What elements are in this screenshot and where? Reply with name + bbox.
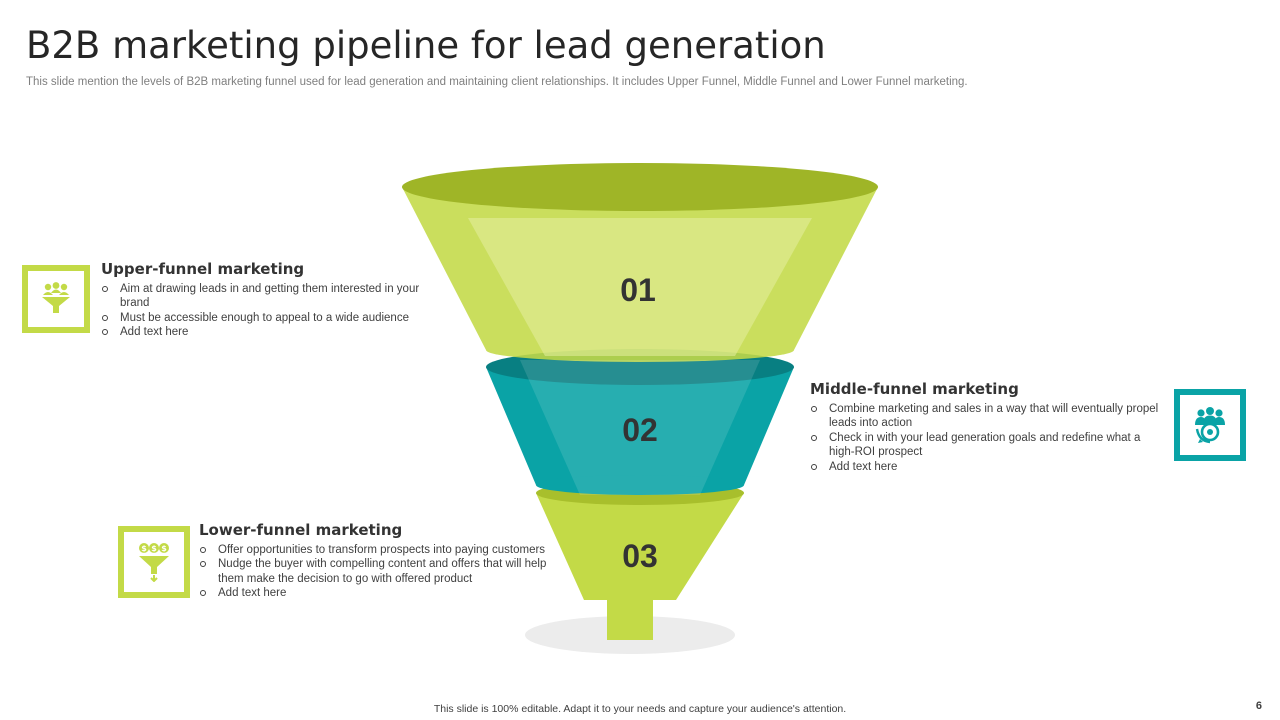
money-funnel-icon: $ $ $ <box>139 543 169 582</box>
upper-funnel-heading: Upper-funnel marketing <box>101 260 305 278</box>
middle-funnel-heading: Middle-funnel marketing <box>810 380 1019 398</box>
funnel-tier-2 <box>486 367 794 485</box>
stage-number-01: 01 <box>620 272 656 308</box>
slide-subtitle: This slide mention the levels of B2B mar… <box>26 76 968 88</box>
lower-funnel-icon-box: $ $ $ <box>118 526 190 598</box>
funnel-tier-3 <box>536 493 744 600</box>
funnel-light-beam <box>520 360 760 495</box>
upper-funnel-bullet: Add text here <box>101 325 431 339</box>
svg-text:$: $ <box>141 544 147 553</box>
upper-funnel-icon-box <box>22 265 90 333</box>
upper-funnel-bullet: Aim at drawing leads in and getting them… <box>101 282 431 311</box>
middle-funnel-text: Middle-funnel marketing Combine marketin… <box>810 380 1165 474</box>
lower-funnel-heading: Lower-funnel marketing <box>199 521 403 539</box>
funnel-tier-2-bottom <box>536 475 744 495</box>
middle-funnel-bullet: Combine marketing and sales in a way tha… <box>810 402 1165 431</box>
slide-footer: This slide is 100% editable. Adapt it to… <box>433 703 847 715</box>
people-funnel-icon <box>42 282 70 313</box>
funnel-spout <box>607 598 653 640</box>
upper-funnel-bullet: Must be accessible enough to appeal to a… <box>101 311 431 325</box>
slide-title: B2B marketing pipeline for lead generati… <box>26 24 826 67</box>
page-number: 6 <box>1255 700 1262 712</box>
middle-funnel-bullets: Combine marketing and sales in a way tha… <box>810 402 1165 474</box>
stage-number-02: 02 <box>622 412 658 448</box>
svg-text:$: $ <box>151 544 157 553</box>
upper-funnel-text: Upper-funnel marketing Aim at drawing le… <box>101 260 431 340</box>
lower-funnel-bullet: Add text here <box>199 586 571 600</box>
team-target-icon <box>1195 407 1225 444</box>
funnel-tier-1-rim <box>402 163 878 211</box>
upper-funnel-bullets: Aim at drawing leads in and getting them… <box>101 282 431 340</box>
lower-funnel-text: Lower-funnel marketing Offer opportuniti… <box>199 521 571 601</box>
middle-funnel-bullet: Add text here <box>810 460 1165 474</box>
middle-funnel-icon-box <box>1174 389 1246 461</box>
stage-number-03: 03 <box>622 538 658 574</box>
middle-funnel-bullet: Check in with your lead generation goals… <box>810 431 1165 460</box>
svg-text:$: $ <box>161 544 167 553</box>
funnel-tier-1-highlight <box>468 218 812 356</box>
lower-funnel-bullet: Nudge the buyer with compelling content … <box>199 557 571 586</box>
lower-funnel-bullet: Offer opportunities to transform prospec… <box>199 543 571 557</box>
lower-funnel-bullets: Offer opportunities to transform prospec… <box>199 543 571 601</box>
